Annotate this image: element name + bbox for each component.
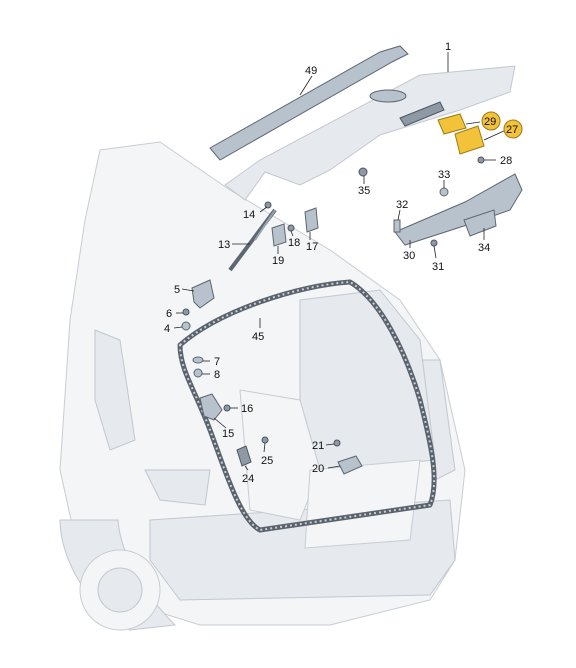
lock-part: [199, 393, 223, 421]
highlight-badge-27: [503, 119, 523, 139]
label-5: 5: [174, 284, 180, 296]
label-14: 14: [243, 209, 255, 221]
label-49: 49: [305, 65, 317, 77]
tailgate-seal: [177, 279, 437, 533]
label-13: 13: [218, 239, 230, 251]
nut-part: [181, 321, 191, 331]
label-35: 35: [358, 185, 370, 197]
retainer-part: [358, 167, 368, 177]
label-24: 24: [242, 473, 254, 485]
label-16: 16: [241, 403, 253, 415]
label-15: 15: [222, 428, 234, 440]
label-27: 27: [506, 124, 518, 136]
label-17: 17: [306, 241, 318, 253]
label-8: 8: [214, 369, 220, 381]
gas-strut-rod: [254, 209, 276, 241]
screw-18-part: [287, 224, 295, 232]
label-45: 45: [252, 331, 264, 343]
label-4: 4: [164, 323, 170, 335]
hinge-part: [191, 279, 215, 309]
label-33: 33: [438, 169, 450, 181]
bracket-part: [463, 209, 497, 237]
label-28: 28: [500, 155, 512, 167]
nut-8-part: [193, 368, 203, 378]
tailgate-wiper-recess: [399, 101, 445, 127]
screw-part: [430, 239, 438, 247]
screw-21-part: [333, 439, 341, 447]
label-19: 19: [272, 255, 284, 267]
bolt-6-part: [182, 308, 190, 316]
label-25: 25: [261, 455, 273, 467]
label-30: 30: [403, 250, 415, 262]
label-29: 29: [484, 116, 496, 128]
highlight-badge-29: [481, 111, 501, 131]
tailgate-emblem: [369, 89, 407, 103]
label-31: 31: [432, 261, 444, 273]
label-34: 34: [478, 242, 490, 254]
screw-25-part: [261, 436, 269, 444]
washer-part: [192, 356, 204, 364]
label-18: 18: [288, 237, 300, 249]
label-32: 32: [396, 199, 408, 211]
label-20: 20: [312, 463, 324, 475]
label-1: 1: [445, 41, 451, 53]
lock-actuator: [437, 113, 485, 155]
leader-lines: [173, 52, 507, 471]
spoiler-part: [209, 45, 409, 161]
screw-16-part: [223, 404, 231, 412]
striker-part: [337, 455, 363, 475]
tailgate-panel: [224, 65, 516, 201]
label-6: 6: [166, 308, 172, 320]
car-body: [59, 141, 466, 631]
label-7: 7: [214, 356, 220, 368]
bolt-part: [477, 156, 485, 164]
pin-part: [393, 219, 401, 233]
trim-strip: [394, 173, 523, 246]
buffer-24-part: [236, 445, 252, 467]
callout-labels: 49 1 29 27 28 35 33 32 14 13 18 17 19 34…: [164, 41, 523, 485]
clip-part: [439, 187, 449, 197]
ball-stud: [264, 201, 272, 209]
bracket-17-part: [304, 207, 319, 233]
buffer-part: [271, 223, 287, 247]
label-21: 21: [312, 440, 324, 452]
